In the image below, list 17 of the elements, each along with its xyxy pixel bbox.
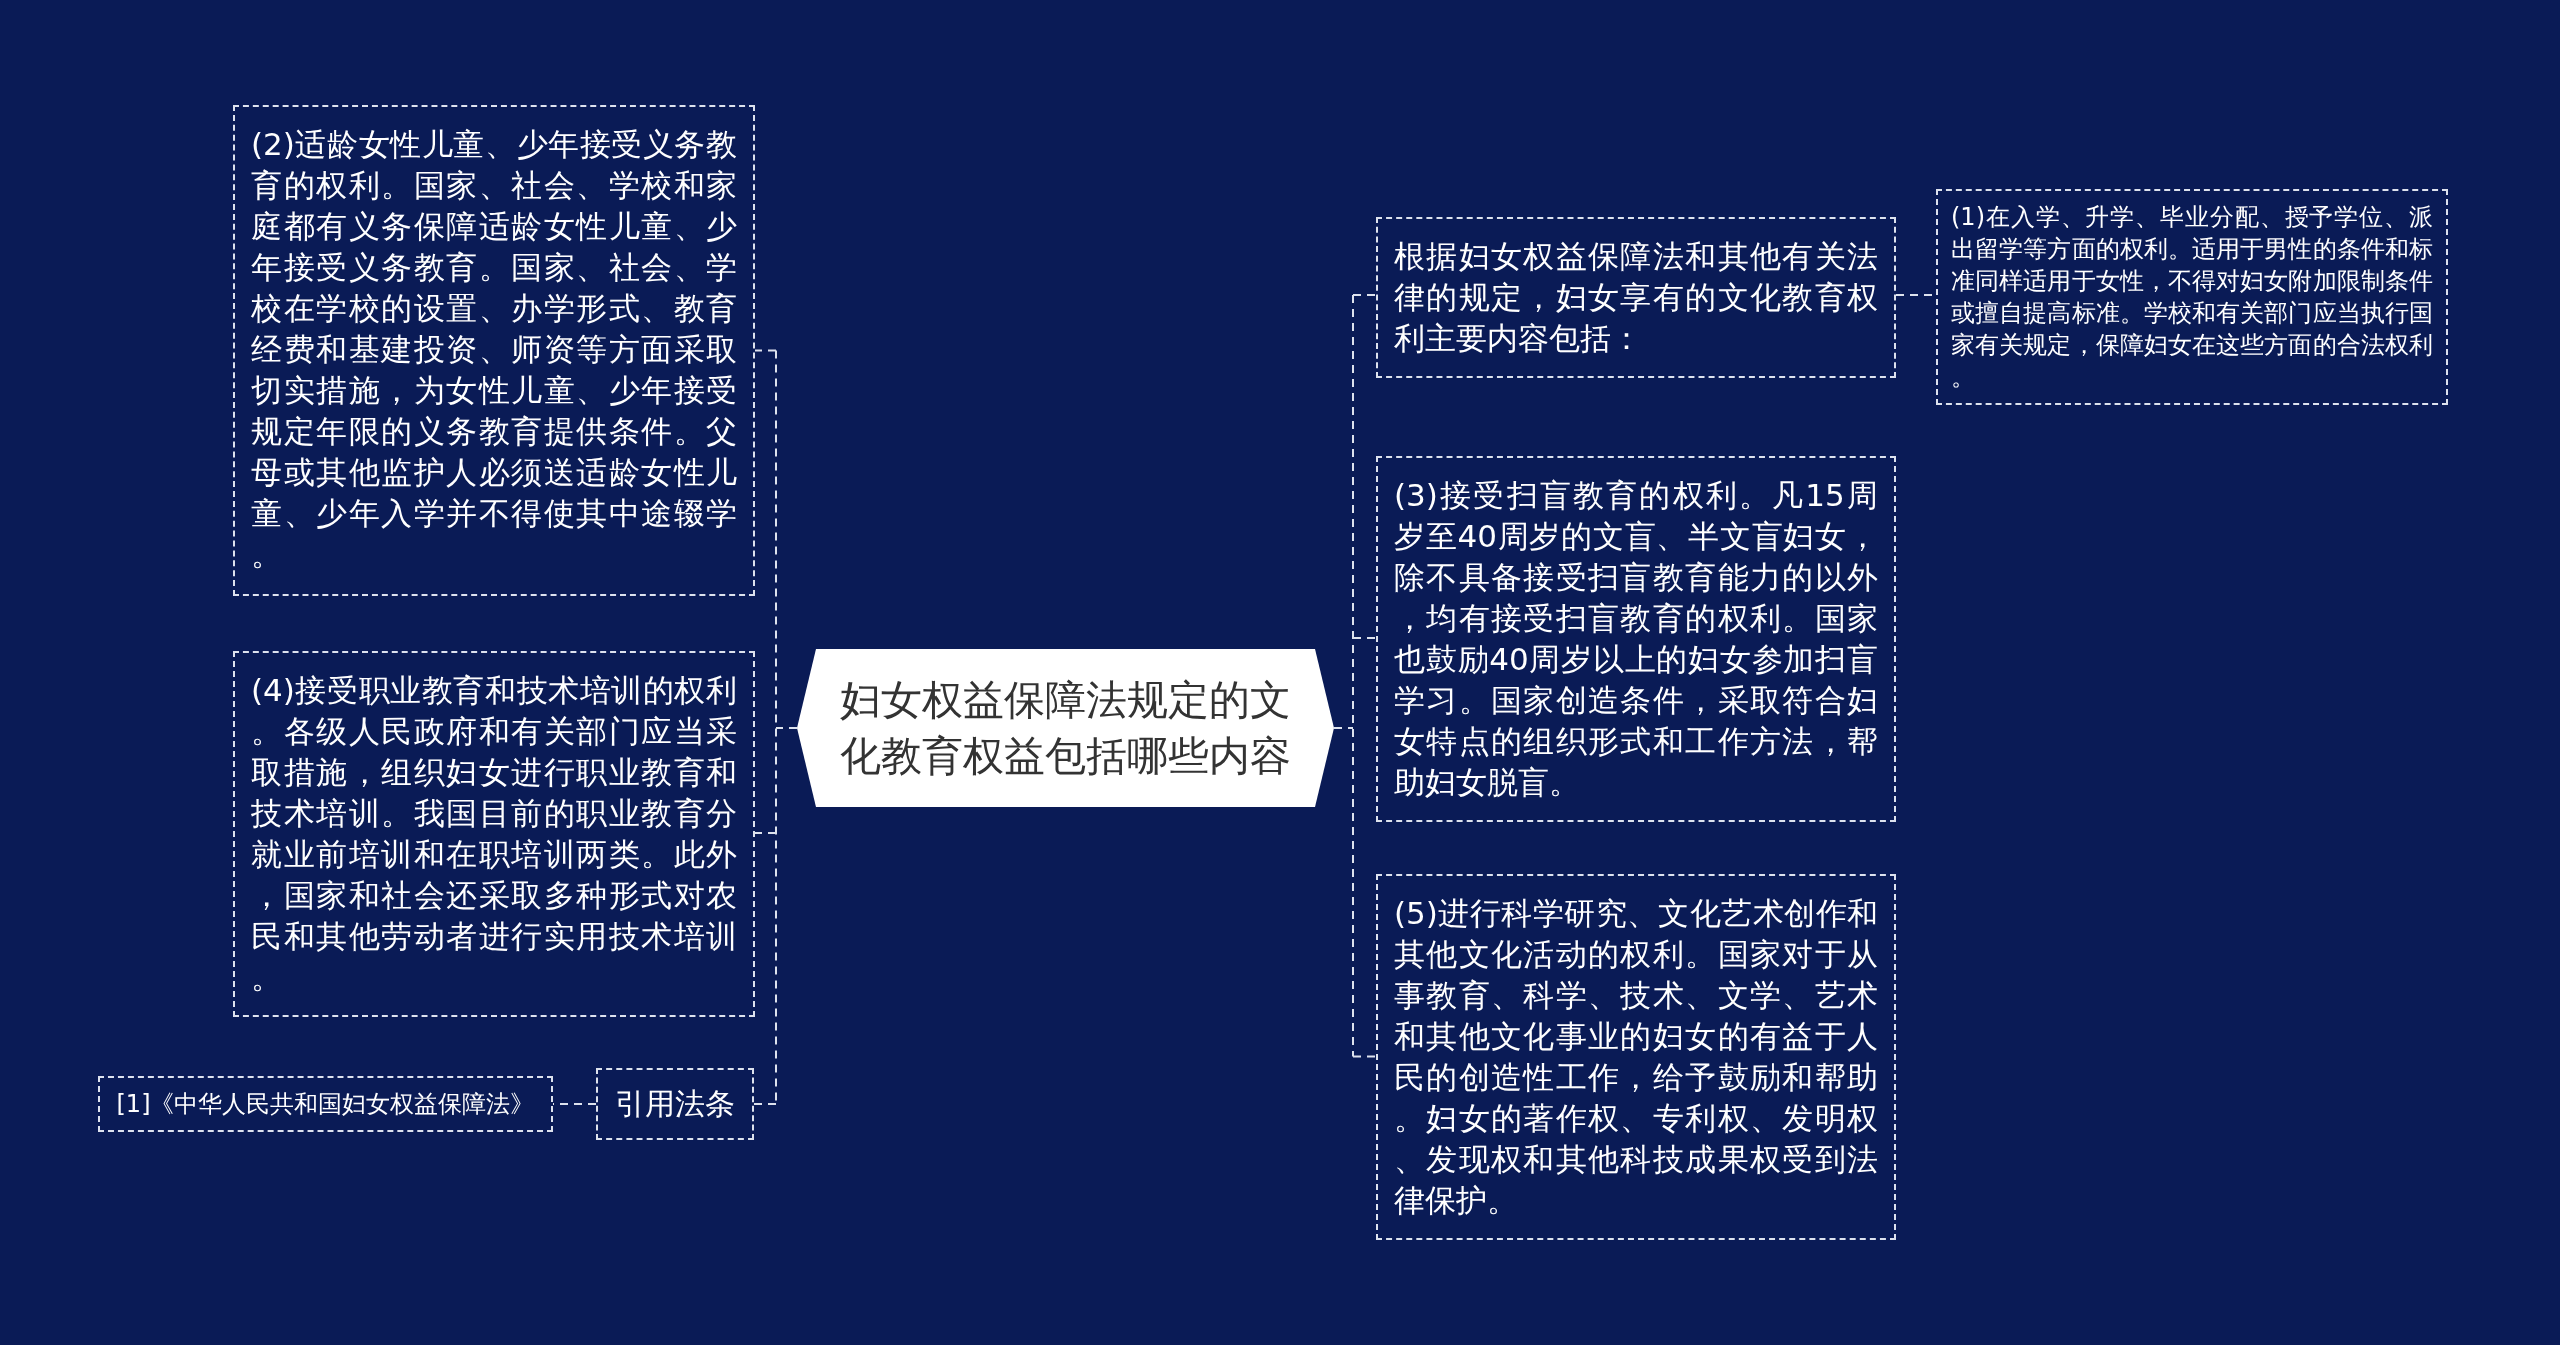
connector-line: [754, 832, 777, 834]
connector-line: [1333, 294, 1354, 1058]
topic-card: (4)接受职业教育和技术培训的权利。各级人民政府和有关部门应当采取措施，组织妇女进行职业教育和技术培训。我国目前的职业教育分就业前培训和在职培训两类。此外，国家和社会还采取多种形式对农民和其他劳动者进行实用技术培训。: [233, 651, 755, 1017]
topic-card: (2)适龄女性儿童、少年接受义务教育的权利。国家、社会、学校和家庭都有义务保障适龄女性儿童、少年接受义务教育。国家、社会、学校在学校的设置、办学形式、教育经费和基建投资、师资等方面采取切实措施，为女性儿童、少年接受规定年限的义务教育提供条件。父母或其他监护人必须送适龄女性儿童、少年入学并不得使其中途辍学。: [233, 105, 755, 596]
topic-card: (5)进行科学研究、文化艺术创作和其他文化活动的权利。国家对于从事教育、科学、技术、文学、艺术和其他文化事业的妇女的有益于人民的创造性工作，给予鼓励和帮助。妇女的著作权、专利权、发明权、发现权和其他科技成果权受到法律保护。: [1376, 874, 1896, 1240]
connector-line: [1352, 1055, 1377, 1058]
topic-card: 根据妇女权益保障法和其他有关法律的规定，妇女享有的文化教育权利主要内容包括：: [1376, 217, 1896, 378]
connector-line: [754, 349, 777, 352]
central-topic: 妇女权益保障法规定的文化教育权益包括哪些内容: [797, 649, 1334, 807]
topic-card: 引用法条: [596, 1068, 754, 1140]
connector-line: [552, 1103, 597, 1105]
topic-card: (3)接受扫盲教育的权利。凡15周岁至40周岁的文盲、半文盲妇女，除不具备接受扫盲教育能力的以外，均有接受扫盲教育的权利。国家也鼓励40周岁以上的妇女参加扫盲学习。国家创造条件，采取符合妇女特点的组织形式和工作方法，帮助妇女脱盲。: [1376, 456, 1896, 822]
connector-line: [1352, 294, 1377, 296]
detail-card: (1)在入学、升学、毕业分配、授予学位、派出留学等方面的权利。适用于男性的条件和标准同样适用于女性，不得对妇女附加限制条件或擅自提高标准。学校和有关部门应当执行国家有关规定，保障妇女在这些方面的合法权利。: [1936, 189, 2448, 405]
connector-line: [753, 1103, 777, 1105]
reference-note: [1]《中华人民共和国妇女权益保障法》: [98, 1076, 553, 1132]
connector-line: [1352, 637, 1377, 639]
